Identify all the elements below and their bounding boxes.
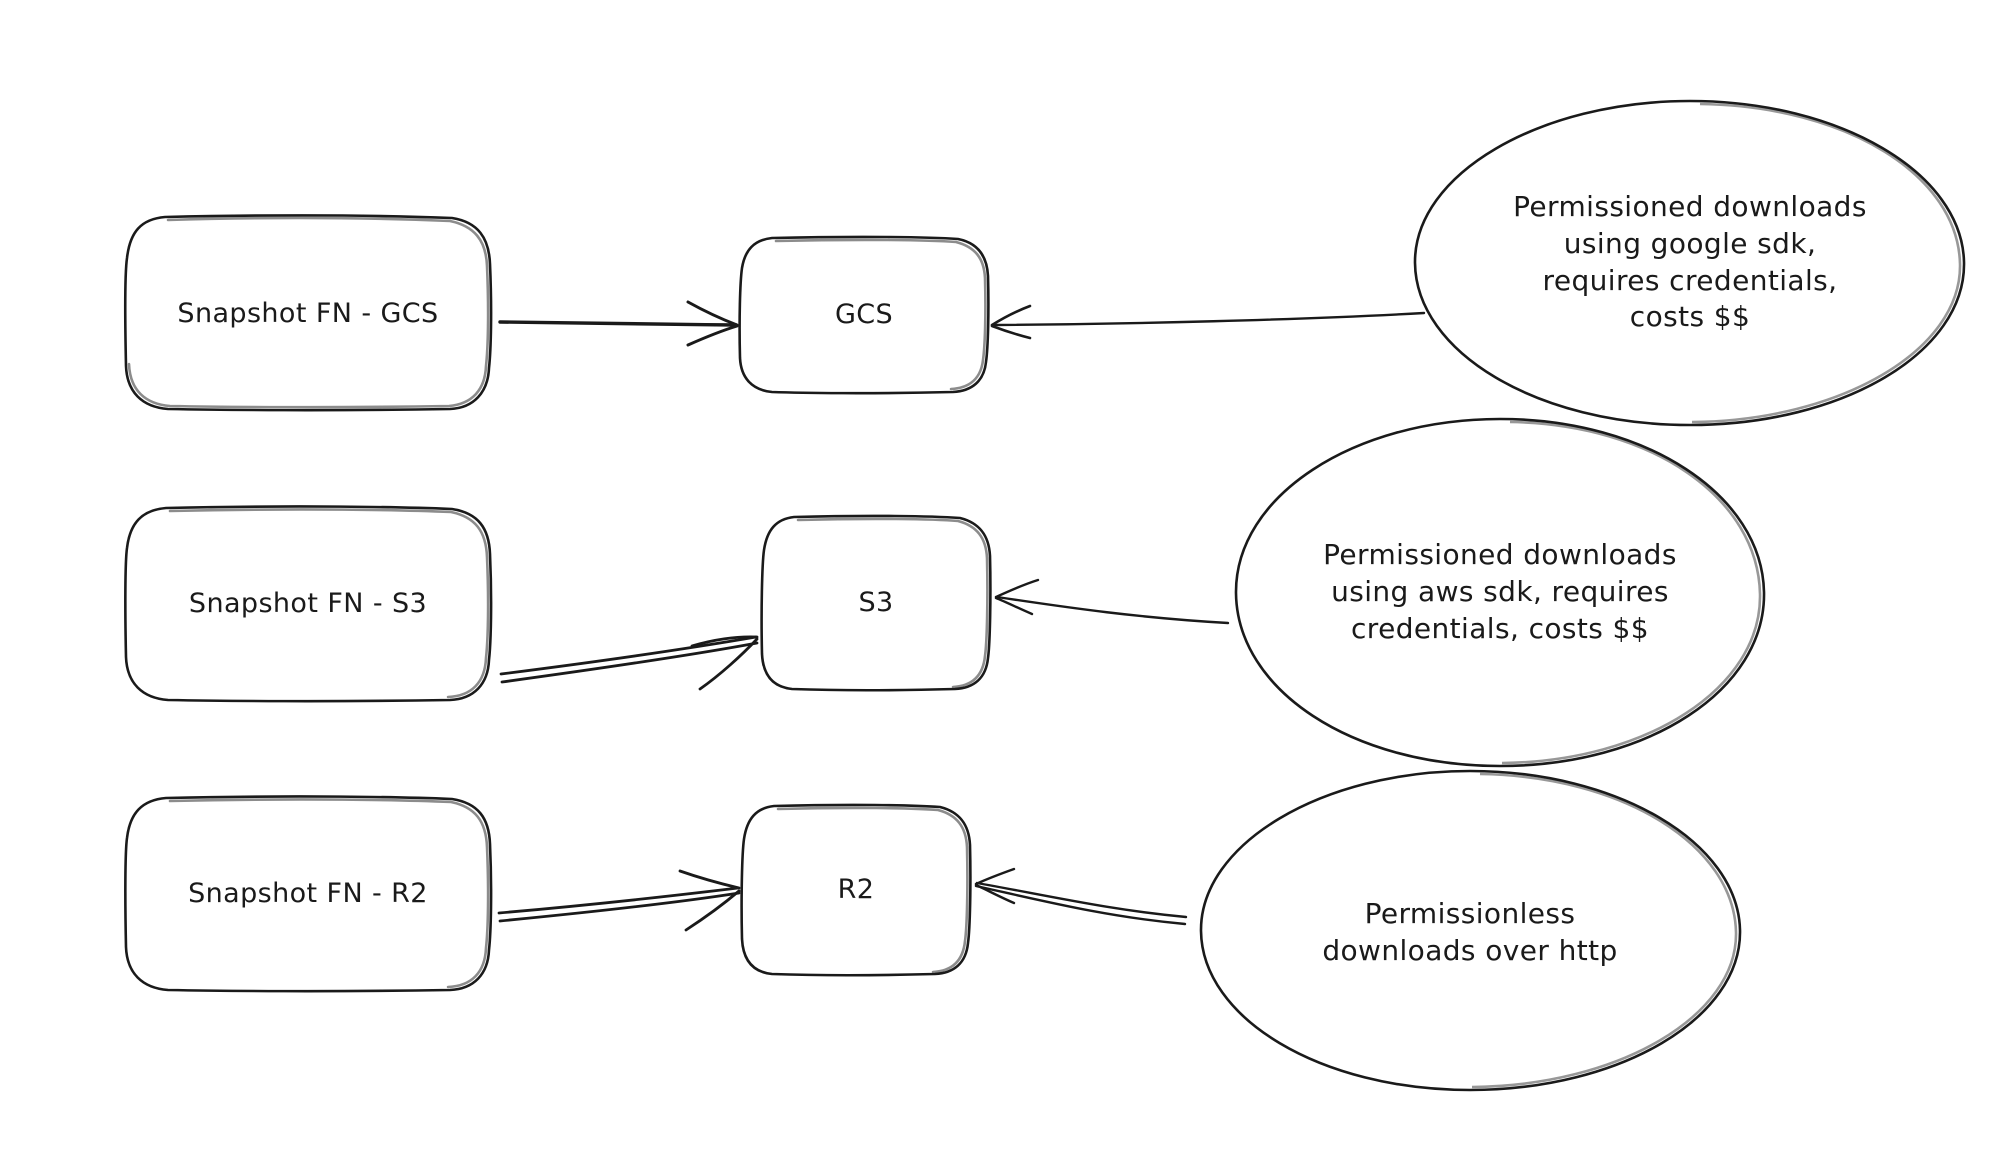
note-r2-bubble[interactable] bbox=[1199, 769, 1742, 1092]
note-gcs-bubble[interactable] bbox=[1413, 99, 1966, 427]
arrow-note-to-gcs bbox=[990, 304, 1426, 340]
note-s3-bubble[interactable] bbox=[1234, 417, 1766, 768]
arrow-note-to-r2 bbox=[974, 867, 1188, 926]
node-snapshot-fn-gcs[interactable] bbox=[124, 214, 493, 412]
node-r2[interactable] bbox=[740, 803, 972, 977]
node-s3[interactable] bbox=[760, 514, 992, 692]
node-gcs[interactable] bbox=[738, 235, 990, 395]
arrow-gcs-fn-to-gcs bbox=[498, 300, 739, 347]
arrow-s3-fn-to-s3 bbox=[499, 635, 759, 691]
arrow-note-to-s3 bbox=[994, 578, 1230, 625]
node-snapshot-fn-s3[interactable] bbox=[124, 505, 493, 703]
node-snapshot-fn-r2[interactable] bbox=[124, 795, 493, 993]
arrow-r2-fn-to-r2 bbox=[497, 869, 741, 932]
